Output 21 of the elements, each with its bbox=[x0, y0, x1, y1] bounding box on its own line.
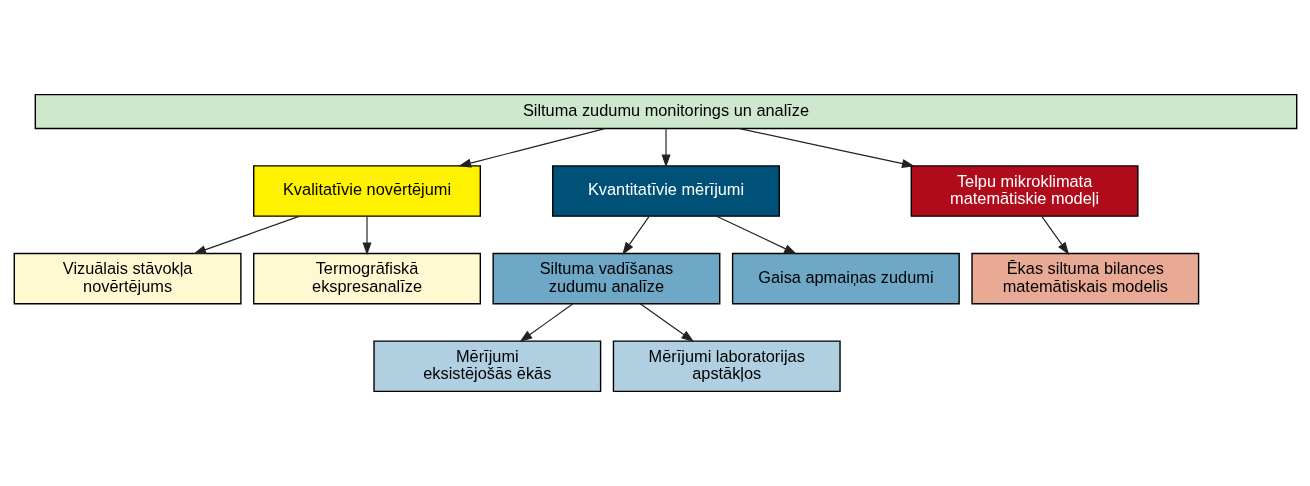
arrow bbox=[457, 128, 605, 168]
arrow bbox=[192, 215, 300, 255]
arrow bbox=[639, 303, 694, 342]
node-box: Termogrāfiskā ekspresanalīze bbox=[252, 252, 481, 305]
node-box: Kvalitatīvie novērtējumi bbox=[252, 165, 481, 217]
node-box: Kvantitatīvie mērījumi bbox=[551, 165, 780, 217]
arrow bbox=[1040, 215, 1069, 255]
node-box: Siltuma vadīšanas zudumu analīze bbox=[491, 252, 720, 305]
arrow bbox=[715, 215, 797, 255]
node-box: Telpu mikroklimata matemātiskie modeļi bbox=[910, 165, 1139, 217]
arrow bbox=[738, 128, 915, 168]
arrow bbox=[661, 128, 670, 168]
node-box: Mērījumi eksistējošās ēkās bbox=[372, 340, 601, 393]
arrow bbox=[519, 303, 574, 342]
node-box: Vizuālais stāvokļa novērtējums bbox=[13, 252, 242, 305]
node-box: Gaisa apmaiņas zudumi bbox=[731, 252, 960, 305]
arrow bbox=[621, 215, 650, 255]
node-box: Ēkas siltuma bilances matemātiskais modelis bbox=[970, 252, 1199, 305]
node-box: Mērījumi laboratorijas apstākļos bbox=[612, 340, 841, 393]
arrow bbox=[362, 215, 372, 256]
node-box: Siltuma zudumu monitorings un analīze bbox=[34, 93, 1297, 130]
